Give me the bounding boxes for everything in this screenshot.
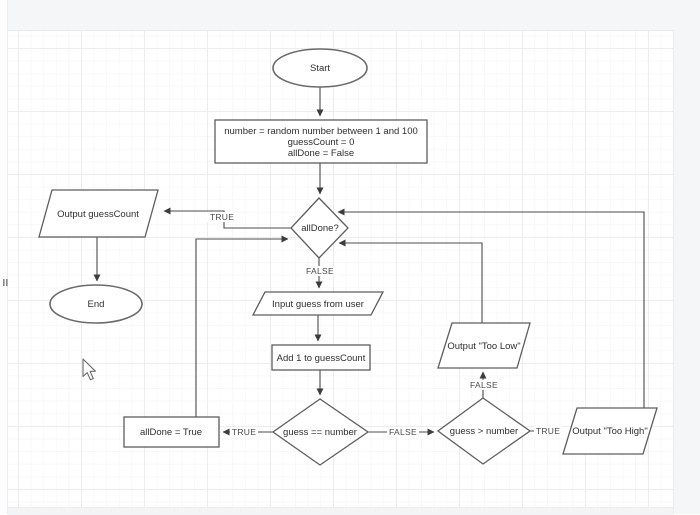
right-gutter <box>673 30 700 514</box>
edge-label-alldone-true: TRUE <box>206 212 238 222</box>
node-init-line2: guessCount = 0 <box>288 137 355 148</box>
svg-text:TRUE: TRUE <box>232 427 256 437</box>
svg-text:TRUE: TRUE <box>536 426 560 436</box>
node-output-too-high[interactable]: Output "Too High" <box>562 407 658 455</box>
edge-label-eq-true: TRUE <box>230 427 258 437</box>
node-output-too-low[interactable]: Output "Too Low" <box>437 322 531 369</box>
bottom-scrollbar-strip[interactable] <box>8 507 673 515</box>
top-bar <box>7 0 700 31</box>
node-start-label: Start <box>310 63 330 74</box>
node-init-line1: number = random number between 1 and 100 <box>224 126 418 137</box>
node-output-too-high-label: Output "Too High" <box>572 426 647 437</box>
edge-label-gt-true: TRUE <box>534 426 562 436</box>
node-start[interactable]: Start <box>272 48 368 88</box>
node-init[interactable]: number = random number between 1 and 100… <box>214 119 428 164</box>
node-init-line3: allDone = False <box>288 148 354 159</box>
node-guess-eq-decision[interactable]: guess == number <box>271 398 370 466</box>
node-guess-eq-label: guess == number <box>283 427 357 438</box>
node-output-too-low-label: Output "Too Low" <box>447 341 520 352</box>
node-output-guesscount-label: Output guessCount <box>57 209 139 220</box>
edge-label-eq-false: FALSE <box>387 427 419 437</box>
node-alldone-true-label: allDone = True <box>140 427 202 438</box>
node-guess-gt-label: guess > number <box>450 426 518 437</box>
edge-label-alldone-false: FALSE <box>302 266 338 276</box>
node-output-guesscount[interactable]: Output guessCount <box>38 189 159 238</box>
edge-too-high-loop[interactable] <box>337 208 645 408</box>
svg-text:FALSE: FALSE <box>306 266 334 276</box>
node-input-guess-label: Input guess from user <box>272 299 364 310</box>
node-alldone-label: allDone? <box>301 223 339 234</box>
svg-text:FALSE: FALSE <box>470 380 498 390</box>
node-guess-gt-decision[interactable]: guess > number <box>436 397 532 465</box>
left-gutter <box>0 0 8 514</box>
canvas-edge-mark <box>3 279 8 286</box>
svg-text:FALSE: FALSE <box>389 427 417 437</box>
edge-alldone-true-loop[interactable] <box>195 235 289 417</box>
edge-too-low-loop[interactable] <box>338 239 483 323</box>
svg-text:TRUE: TRUE <box>210 212 234 222</box>
node-add-one[interactable]: Add 1 to guessCount <box>271 344 371 371</box>
node-add-one-label: Add 1 to guessCount <box>277 353 366 364</box>
mouse-cursor <box>82 358 96 381</box>
node-end-label: End <box>88 299 105 310</box>
node-alldone-decision[interactable]: allDone? <box>290 197 349 259</box>
node-alldone-true[interactable]: allDone = True <box>123 416 220 448</box>
edge-label-gt-false: FALSE <box>466 380 501 390</box>
node-end[interactable]: End <box>49 284 143 324</box>
node-input-guess[interactable]: Input guess from user <box>251 291 385 316</box>
